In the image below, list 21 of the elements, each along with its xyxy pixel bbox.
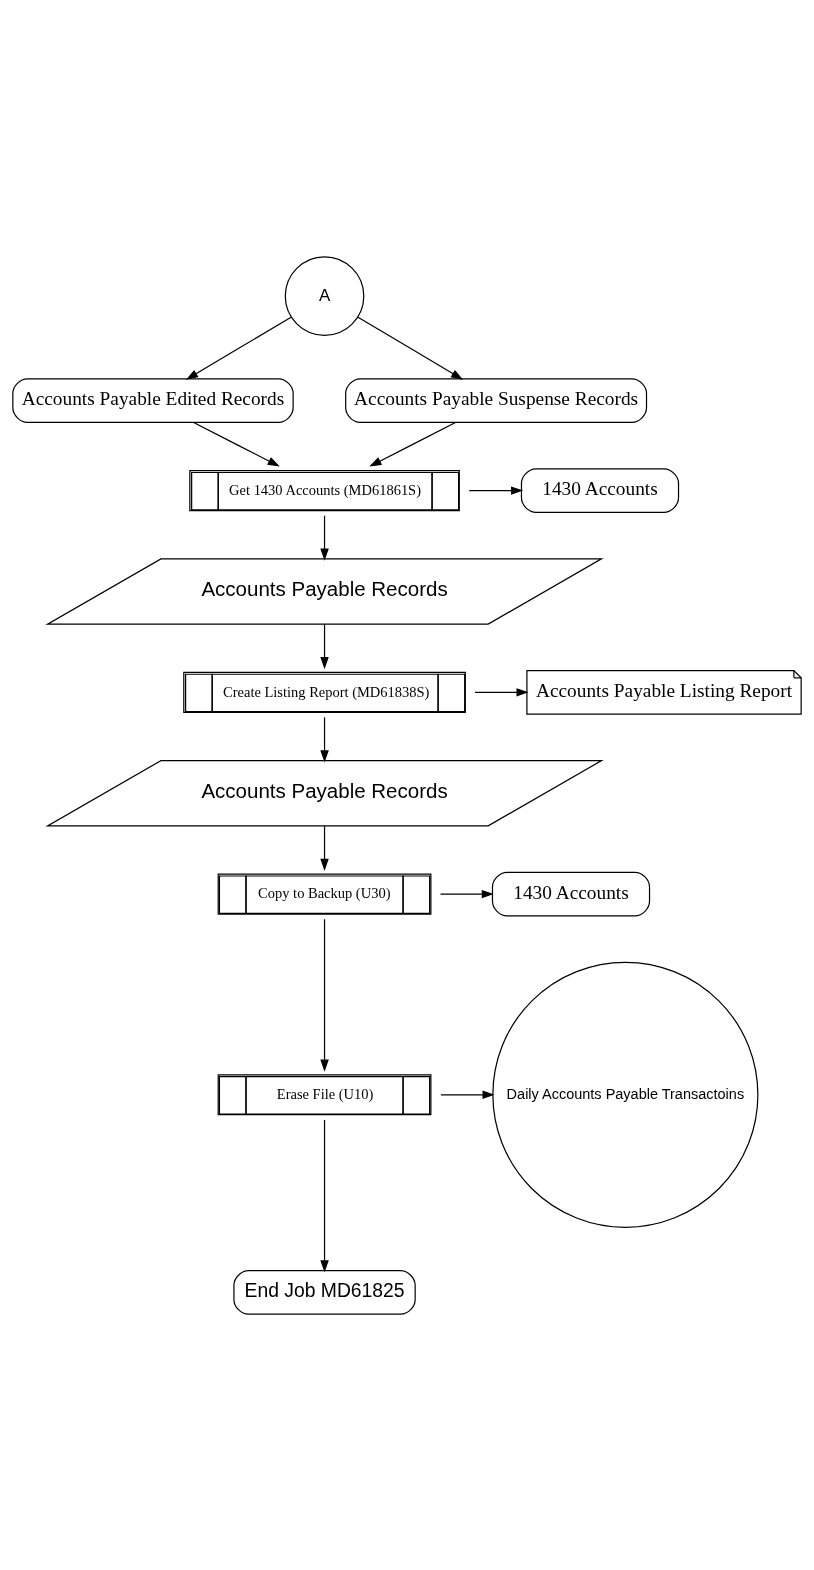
- node-box: 1430 Accounts: [491, 871, 651, 916]
- arrow: [357, 316, 464, 380]
- node-box: Accounts Payable Edited Records: [12, 377, 294, 423]
- arrow: [320, 1118, 329, 1272]
- arrow: [369, 421, 457, 467]
- node-box: End Job MD61825: [233, 1269, 416, 1315]
- node-circle: A: [284, 255, 365, 336]
- arrow: [320, 716, 329, 762]
- node-circle: Daily Accounts Payable Transactoins: [492, 961, 759, 1228]
- node-box: 1430 Accounts: [520, 467, 680, 513]
- arrow: [320, 825, 329, 871]
- arrow: [320, 623, 329, 669]
- arrow: [468, 485, 524, 495]
- arrow: [186, 316, 292, 380]
- node-box: Accounts Payable Suspense Records: [345, 377, 648, 423]
- arrow: [439, 889, 494, 898]
- arrow: [474, 687, 529, 697]
- arrow: [193, 421, 280, 467]
- arrow: [320, 514, 329, 561]
- arrow: [440, 1090, 495, 1099]
- arrow: [320, 918, 329, 1072]
